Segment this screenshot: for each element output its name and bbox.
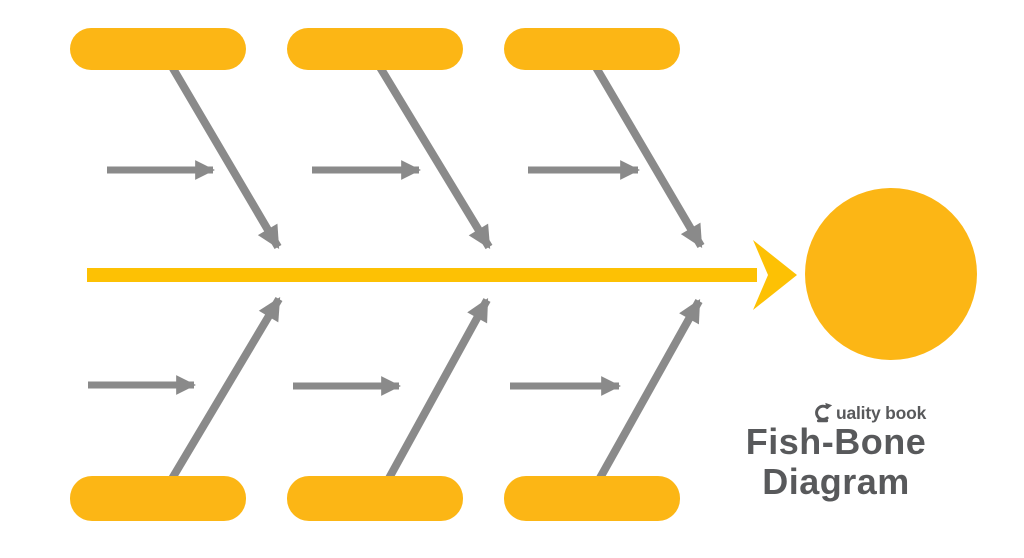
bone-arrow-top-2 xyxy=(374,61,493,250)
effect-circle xyxy=(805,188,977,360)
category-pill-top-1 xyxy=(70,28,246,70)
category-pill-top-2 xyxy=(287,28,463,70)
bone-arrow-bottom-1 xyxy=(166,296,283,485)
diagram-title-line1: Fish-Bone xyxy=(745,421,927,462)
bone-arrow-bottom-2 xyxy=(384,298,491,482)
spine-arrow xyxy=(87,240,797,310)
category-pill-top-3 xyxy=(504,28,680,70)
bone-arrow-top-3 xyxy=(590,61,705,249)
brand-logo: uality book xyxy=(812,402,926,424)
brand-wordmark: uality book xyxy=(836,402,927,423)
bone-arrow-bottom-3 xyxy=(596,299,703,480)
spine-line xyxy=(87,268,757,282)
diagram-title: Fish-Bone Diagram xyxy=(726,422,946,502)
stylized-q-icon xyxy=(815,402,833,423)
bone-arrow-top-1 xyxy=(164,57,282,250)
category-pill-bottom-3 xyxy=(504,476,680,521)
diagram-title-line2: Diagram xyxy=(762,461,910,502)
category-pill-bottom-1 xyxy=(70,476,246,521)
spine-arrowhead xyxy=(753,240,797,310)
category-pill-bottom-2 xyxy=(287,476,463,521)
